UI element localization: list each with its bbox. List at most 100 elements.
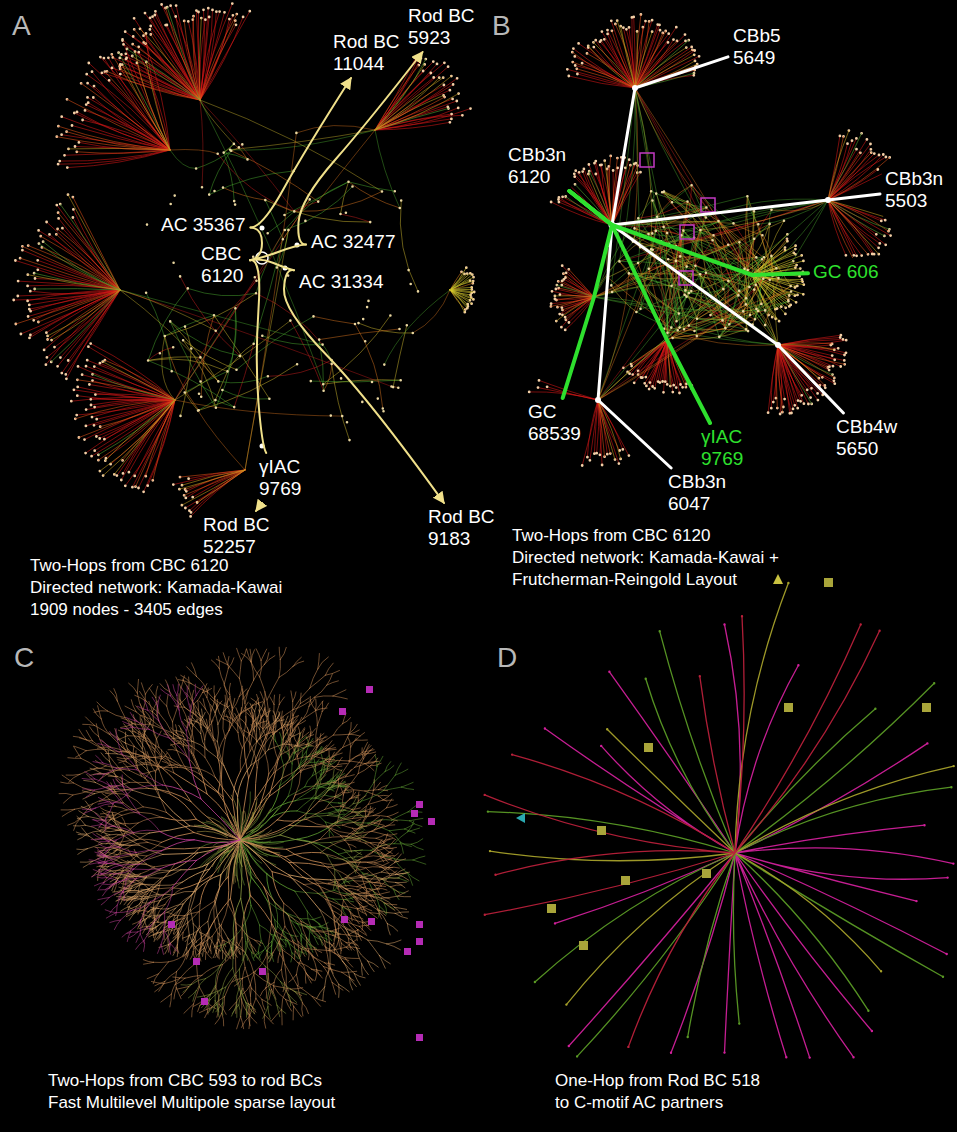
network-lines [74,702,411,1000]
marker-triangle [516,813,525,823]
panel-caption: Fast Multilevel Multipole sparse layout [48,1092,335,1113]
panel-caption: One-Hop from Rod BC 518 [555,1070,760,1091]
node-text: CBb5 5649 [733,25,782,69]
panel-caption: Frutcherman-Reingold Layout [512,569,737,590]
cell-label: CBC 6120 [198,242,248,288]
marker-square [428,818,435,825]
marker-square [702,869,711,878]
marker-square [547,904,556,913]
network-lines [170,88,828,470]
network-lines [485,616,880,1047]
node-text: Rod BC 5923 [408,5,476,49]
connector [256,503,262,511]
panel-caption: Two-Hops from CBC 6120 [512,525,710,546]
network-lines [181,764,367,1019]
node-text: γIAC 9769 [259,456,303,500]
node-text: Rod BC 52257 [203,514,271,558]
panel-letter: B [492,8,511,43]
connector [250,260,266,453]
marker-square [416,938,423,945]
node-text: GC 68539 [528,401,582,445]
cell-label: Rod BC 52257 [200,513,274,559]
marker-square [824,578,833,587]
network-lines [82,684,203,954]
cell-label: GC 606 [810,260,881,284]
cell-label: γIAC 9769 [256,455,306,501]
connector [569,57,728,225]
marker-square [259,968,266,975]
d-squares [516,574,931,950]
network-dots [484,615,881,1048]
network-dots [544,623,955,1058]
marker-square [411,810,418,817]
network-lines [120,88,828,400]
network-lines [34,7,889,455]
cell-label: AC 32477 [308,230,399,254]
cell-label: AC 35367 [158,213,249,237]
network-lines [149,735,329,943]
cell-label: CBb3n 5503 [882,167,948,213]
panel-caption: Directed network: Kamada-Kawai [30,577,282,598]
marker-square [339,708,346,715]
node-text: CBb3n 5503 [885,168,945,212]
marker-square [201,998,208,1005]
marker-square [368,918,375,925]
cell-label: Rod BC 9183 [425,505,499,551]
network-dots [12,2,892,518]
panel-caption: Two-Hops from CBC 6120 [30,555,228,576]
marker-square [404,948,411,955]
marker-square [640,153,654,167]
connector [250,227,262,260]
network-lines [16,8,890,495]
node-text: AC 32477 [311,231,396,253]
marker-square [366,686,373,693]
node-text: AC 31334 [299,271,384,293]
network-dots [489,582,955,1006]
connector [284,270,444,503]
network-lines [490,583,954,1005]
cell-label: Rod BC 5923 [405,4,479,50]
panel-caption: to C-motif AC partners [555,1092,723,1113]
node-text: CBb3n 6047 [668,471,728,515]
panel-letter: C [14,640,34,675]
network-lines [120,88,828,470]
network-lines [14,4,891,517]
marker-square [922,703,931,712]
node-text: Rod BC 9183 [428,506,496,550]
network-lines [59,647,402,1029]
cell-label: CBb4w 5650 [833,415,902,461]
marker-square [784,703,793,712]
panel-caption: Two-Hops from CBC 593 to rod BCs [48,1070,322,1091]
node-text: CBC 6120 [201,243,245,287]
node-text: Rod BC 11044 [333,31,401,75]
marker-square [416,801,423,808]
connector [298,52,422,245]
cell-label: CBb3n 6047 [665,470,731,516]
connector [569,191,710,423]
panel-letter: A [12,8,31,43]
hub-dots [256,85,831,449]
node-text: AC 35367 [161,214,246,236]
network-lines [160,761,240,887]
connector [569,191,808,275]
connector [250,245,306,261]
c-squares [168,686,435,1041]
marker-square [579,941,588,950]
network-lines [146,144,791,410]
node-text: GC 606 [813,261,878,283]
marker-square [701,198,715,212]
hub-dot [260,226,265,231]
marker-square [644,743,653,752]
marker-square [416,1034,423,1041]
node-text: CBb3n 6120 [508,144,568,188]
cell-label: γIAC 9769 [698,425,748,471]
cell-label: AC 31334 [296,270,387,294]
marker-square [168,921,175,928]
marker-square [621,876,630,885]
marker-triangle [773,574,783,584]
cell-label: GC 68539 [525,400,585,446]
network-lines [149,765,330,909]
marker-square [597,826,606,835]
connector [251,78,352,227]
